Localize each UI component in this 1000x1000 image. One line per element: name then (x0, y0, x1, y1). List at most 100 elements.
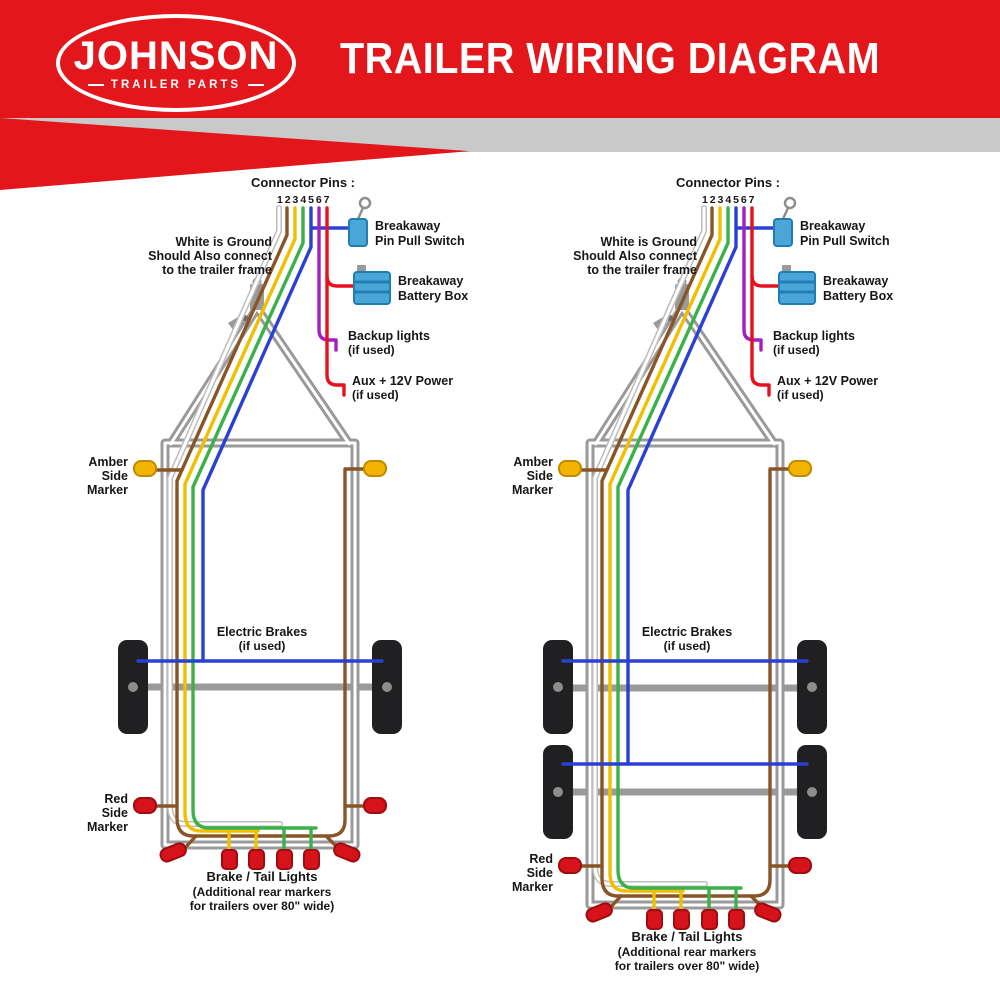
backup-label: (if used) (348, 343, 395, 357)
tail-lights-label: Brake / Tail Lights (631, 929, 742, 944)
breakaway-battery-label: Breakaway (823, 274, 888, 288)
amber-side-marker-left (558, 460, 582, 477)
tail-lights-label: for trailers over 80" wide) (615, 959, 759, 973)
aux-label: Aux + 12V Power (777, 374, 878, 388)
breakaway-switch-icon (773, 218, 793, 247)
wire-brown-running (175, 206, 366, 838)
breakaway-switch-label: Pin Pull Switch (375, 234, 465, 248)
hub (553, 787, 563, 797)
wire-green-right-turn (616, 206, 743, 890)
diagram-single-axle: Connector Pins : 1 2 3 4 5 6 7 White is … (87, 175, 468, 913)
tongue-bar-right-core (680, 307, 777, 446)
amber-marker-label: Marker (512, 483, 553, 497)
breakaway-switch-label: Pin Pull Switch (800, 234, 890, 248)
breakaway-switch-label: Breakaway (375, 219, 440, 233)
tail-light (276, 849, 293, 870)
hub-left (128, 682, 138, 692)
electric-brakes-label: (if used) (664, 639, 711, 653)
hub (807, 787, 817, 797)
ground-label: to the trailer frame (162, 263, 272, 277)
red-marker-label: Side (102, 806, 128, 820)
tail-light (701, 909, 718, 930)
red-side-marker-right (788, 857, 812, 874)
amber-side-marker-right (363, 460, 387, 477)
pin-numbers: 1 2 3 4 5 6 7 (277, 194, 330, 206)
tail-light (728, 909, 745, 930)
wire-white-ground (593, 206, 707, 886)
tail-lights-label: Brake / Tail Lights (206, 869, 317, 884)
wire-purple-backup (317, 206, 338, 352)
breakaway-battery-label: Battery Box (398, 289, 468, 303)
ground-label: White is Ground (175, 235, 272, 249)
backup-label: Backup lights (773, 329, 855, 343)
tail-lights-label: (Additional rear markers (193, 885, 332, 899)
header-band: JOHNSON TRAILER PARTS TRAILER WIRING DIA… (0, 0, 1000, 118)
red-side-marker-left (133, 797, 157, 814)
ground-label: White is Ground (600, 235, 697, 249)
tail-light-corner-right (754, 902, 782, 923)
aux-label: Aux + 12V Power (352, 374, 453, 388)
tail-light (221, 849, 238, 870)
pull-pin-cable (356, 206, 365, 221)
amber-marker-label: Side (102, 469, 128, 483)
red-marker-label: Marker (512, 880, 553, 894)
battery-terminal (357, 265, 366, 272)
logo-name: JOHNSON (73, 33, 279, 78)
backup-label: (if used) (773, 343, 820, 357)
pull-pin-cable (781, 206, 790, 221)
electric-brakes-label: (if used) (239, 639, 286, 653)
logo-divider-right (248, 83, 265, 86)
aux-label: (if used) (777, 388, 824, 402)
battery-terminal (782, 265, 791, 272)
wire-red-aux (750, 206, 771, 397)
pull-pin-ring-icon (358, 196, 372, 210)
red-marker-label: Red (529, 852, 553, 866)
amber-marker-label: Amber (88, 455, 128, 469)
amber-side-marker-right (788, 460, 812, 477)
red-marker-label: Marker (87, 820, 128, 834)
logo-divider-left (87, 83, 104, 86)
logo-subtitle: TRAILER PARTS (87, 78, 265, 91)
amber-marker-label: Side (527, 469, 553, 483)
breakaway-battery-label: Battery Box (823, 289, 893, 303)
hub (807, 682, 817, 692)
tail-light (303, 849, 320, 870)
wire-red-battery-feed (325, 274, 356, 288)
electric-brakes-label: Electric Brakes (217, 625, 307, 639)
trailer-frame-core (163, 441, 357, 847)
wire-yellow-left-turn (608, 206, 722, 893)
logo-subtitle-text: TRAILER PARTS (110, 78, 242, 91)
wire-white-ground (168, 206, 282, 826)
wire-red-aux (325, 206, 346, 397)
red-marker-label: Red (104, 792, 128, 806)
tail-lights-label: (Additional rear markers (618, 945, 757, 959)
trailer-frame-core (588, 441, 782, 907)
wire-brown-running (600, 206, 791, 898)
breakaway-battery-label: Breakaway (398, 274, 463, 288)
wire-yellow-left-turn (183, 206, 297, 833)
wire-green-right-turn (191, 206, 318, 830)
amber-marker-label: Marker (87, 483, 128, 497)
red-marker-label: Side (527, 866, 553, 880)
tail-light-corner-right (333, 842, 361, 863)
wire-blue-brakes-drop (201, 206, 313, 663)
wire-blue-brakes-drop (626, 206, 738, 766)
johnson-logo: JOHNSON TRAILER PARTS (56, 14, 296, 112)
diagram-tandem-axle: Connector Pins : 1 2 3 4 5 6 7 White is … (512, 175, 893, 973)
connector-pins-label: Connector Pins : (676, 175, 780, 190)
tail-light-corner-left (585, 902, 613, 923)
connector-pins-label: Connector Pins : (251, 175, 355, 190)
wire-purple-backup (742, 206, 763, 352)
breakaway-battery-icon (778, 271, 816, 305)
red-side-marker-left (558, 857, 582, 874)
tail-lights-label: for trailers over 80" wide) (190, 899, 334, 913)
page-title-wrap: TRAILER WIRING DIAGRAM (310, 0, 910, 118)
tail-light (248, 849, 265, 870)
ground-label: to the trailer frame (587, 263, 697, 277)
tail-light (673, 909, 690, 930)
backup-label: Backup lights (348, 329, 430, 343)
electric-brakes-label: Electric Brakes (642, 625, 732, 639)
breakaway-battery-icon (353, 271, 391, 305)
tongue-bar-right-core (255, 307, 352, 446)
